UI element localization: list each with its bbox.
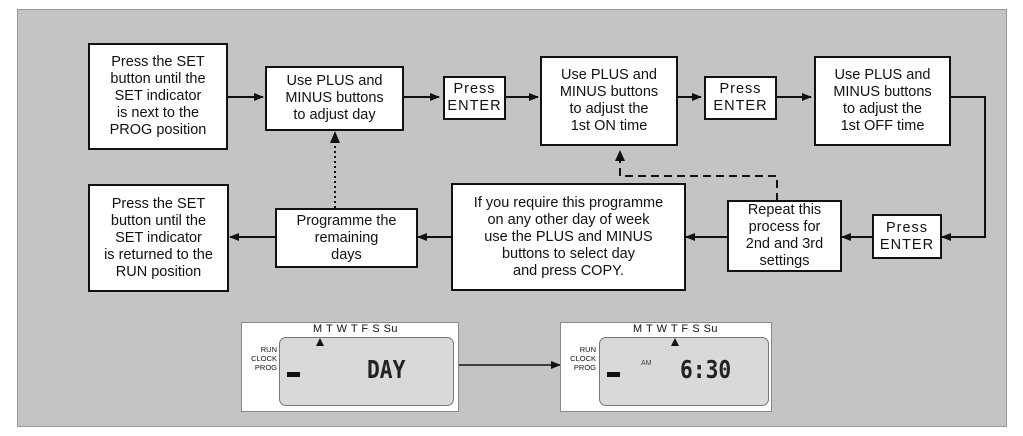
dotted-loop-arrowhead bbox=[330, 131, 340, 143]
lcd-screen: AM 6:30 bbox=[599, 337, 769, 406]
lcd-weekday-labels: M T W T F S Su bbox=[313, 323, 399, 335]
step-press-enter-3: Press ENTER bbox=[872, 214, 942, 259]
step-press-set-prog: Press the SET button until the SET indic… bbox=[88, 43, 228, 150]
dashed-loop-arrowhead bbox=[615, 150, 625, 161]
arrow-off-to-enter3 bbox=[941, 96, 986, 241]
mode-indicator-bar bbox=[607, 372, 620, 377]
lcd-readout-day: DAY bbox=[367, 355, 406, 384]
step-adjust-on-time: Use PLUS and MINUS buttons to adjust the… bbox=[540, 56, 678, 146]
step-adjust-day: Use PLUS and MINUS buttons to adjust day bbox=[265, 66, 404, 131]
lcd-display-day: M T W T F S Su DAY RUN CLOCK PROG bbox=[241, 322, 459, 412]
lcd-am-indicator: AM bbox=[641, 360, 652, 367]
step-programme-remaining: Programme the remaining days bbox=[275, 208, 418, 268]
step-adjust-off-time: Use PLUS and MINUS buttons to adjust the… bbox=[814, 56, 951, 146]
lcd-screen: DAY bbox=[279, 337, 454, 406]
day-pointer-icon bbox=[316, 338, 324, 346]
lcd-display-time: M T W T F S Su AM 6:30 RUN CLOCK PROG bbox=[560, 322, 772, 412]
mode-indicator-bar bbox=[287, 372, 300, 377]
step-repeat-process: Repeat this process for 2nd and 3rd sett… bbox=[727, 200, 842, 272]
step-press-enter-1: Press ENTER bbox=[443, 76, 506, 120]
lcd-mode-labels: RUN CLOCK PROG bbox=[570, 345, 596, 372]
step-press-enter-2: Press ENTER bbox=[704, 76, 777, 120]
lcd-weekday-labels: M T W T F S Su bbox=[633, 323, 719, 335]
step-copy-other-days: If you require this programme on any oth… bbox=[451, 183, 686, 291]
lcd-readout-time: 6:30 bbox=[680, 355, 732, 384]
day-pointer-icon bbox=[671, 338, 679, 346]
step-press-set-run: Press the SET button until the SET indic… bbox=[88, 184, 229, 292]
lcd-mode-labels: RUN CLOCK PROG bbox=[251, 345, 277, 372]
